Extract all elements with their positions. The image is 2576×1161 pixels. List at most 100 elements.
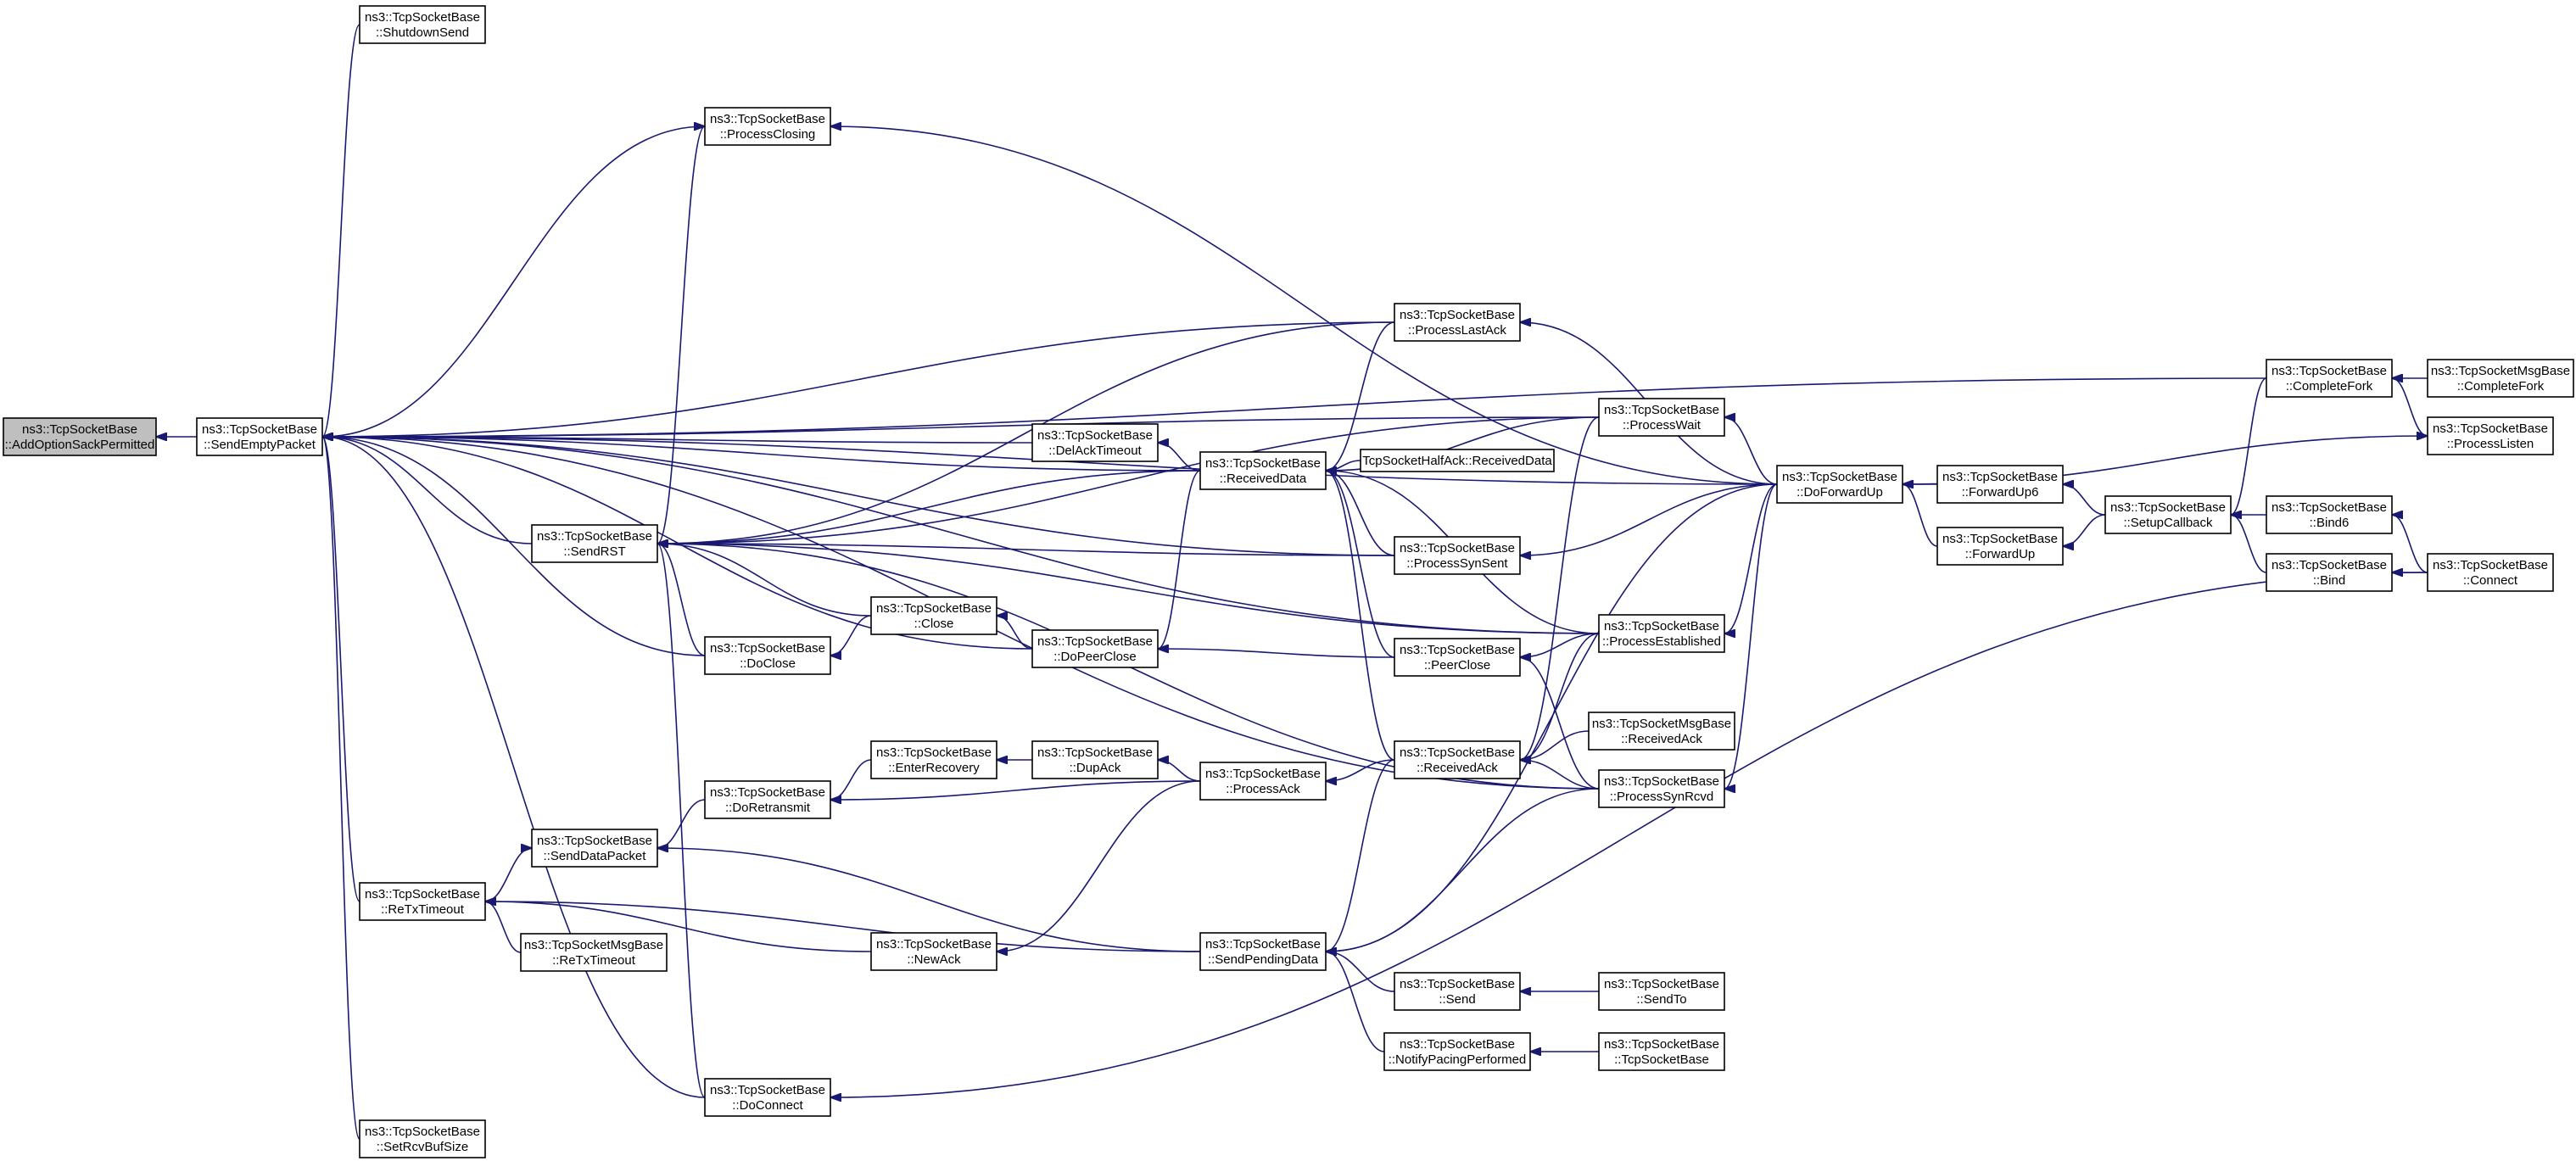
node-label-line: ::SendRST xyxy=(563,544,625,559)
edge-processack-to-dupack xyxy=(1158,760,1201,782)
edge-msgretx-to-retxtimeout xyxy=(485,901,522,953)
node-label-line: ::SendTo xyxy=(1636,992,1686,1007)
node-processlisten[interactable]: ns3::TcpSocketBase::ProcessListen xyxy=(2427,416,2554,455)
node-senddatapacket[interactable]: ns3::TcpSocketBase::SendDataPacket xyxy=(531,829,658,868)
node-label-line: ns3::TcpSocketBase xyxy=(1205,456,1321,471)
node-processestablished[interactable]: ns3::TcpSocketBase::ProcessEstablished xyxy=(1598,614,1725,653)
node-box xyxy=(3,417,157,456)
node-box xyxy=(1394,638,1521,677)
node-msgreceivedack[interactable]: ns3::TcpSocketMsgBase::ReceivedAck xyxy=(1588,712,1735,751)
node-enterrecovery[interactable]: ns3::TcpSocketBase::EnterRecovery xyxy=(870,740,997,779)
node-sendempty[interactable]: ns3::TcpSocketBase::SendEmptyPacket xyxy=(196,417,323,456)
edge-sendrst-to-processclosing xyxy=(657,126,705,544)
node-label-line: ns3::TcpSocketMsgBase xyxy=(2431,364,2570,378)
node-dupack[interactable]: ns3::TcpSocketBase::DupAck xyxy=(1031,740,1159,779)
node-bind[interactable]: ns3::TcpSocketBase::Bind xyxy=(2266,553,2393,592)
node-processsynrcvd[interactable]: ns3::TcpSocketBase::ProcessSynRcvd xyxy=(1598,769,1725,808)
node-label-line: ns3::TcpSocketBase xyxy=(710,785,825,800)
node-msgcompletefork[interactable]: ns3::TcpSocketMsgBase::CompleteFork xyxy=(2427,359,2574,398)
node-bind6[interactable]: ns3::TcpSocketBase::Bind6 xyxy=(2266,495,2393,534)
node-label-line: ::SendEmptyPacket xyxy=(204,438,316,452)
edge-doforwardup-to-processestablished xyxy=(1724,483,1778,634)
node-completefork[interactable]: ns3::TcpSocketBase::CompleteFork xyxy=(2266,359,2393,398)
edge-processlastack-to-receiveddata xyxy=(1326,321,1395,471)
node-peerclose[interactable]: ns3::TcpSocketBase::PeerClose xyxy=(1394,638,1521,677)
node-delacktimeout[interactable]: ns3::TcpSocketBase::DelAckTimeout xyxy=(1031,423,1159,462)
node-newack[interactable]: ns3::TcpSocketBase::NewAck xyxy=(870,932,997,971)
node-label-line: ::DoRetransmit xyxy=(725,801,811,815)
node-label-line: ::CompleteFork xyxy=(2286,379,2373,394)
node-forwardup[interactable]: ns3::TcpSocketBase::ForwardUp xyxy=(1936,527,2064,566)
node-close[interactable]: ns3::TcpSocketBase::Close xyxy=(870,596,997,635)
node-notifypacing[interactable]: ns3::TcpSocketBase::NotifyPacingPerforme… xyxy=(1383,1032,1531,1071)
node-shutdownsend[interactable]: ns3::TcpSocketBase::ShutdownSend xyxy=(359,5,486,44)
node-label-line: ns3::TcpSocketMsgBase xyxy=(1592,717,1731,731)
edge-bind-to-setupcallback xyxy=(2231,515,2267,573)
node-label-line: ::Bind6 xyxy=(2310,516,2350,530)
node-dopeerclose[interactable]: ns3::TcpSocketBase::DoPeerClose xyxy=(1031,629,1159,668)
node-sendrst[interactable]: ns3::TcpSocketBase::SendRST xyxy=(531,524,658,563)
edge-processsynsent-to-sendempty xyxy=(322,437,1395,556)
node-label-line: ns3::TcpSocketBase xyxy=(2110,500,2226,515)
node-label-line: ::ReceivedAck xyxy=(1621,732,1702,746)
node-label-line: ns3::TcpSocketBase xyxy=(1205,767,1321,781)
node-forwardup6[interactable]: ns3::TcpSocketBase::ForwardUp6 xyxy=(1936,465,2064,504)
node-label-line: ::ForwardUp xyxy=(1965,547,2036,561)
node-box xyxy=(1936,465,2064,504)
node-box xyxy=(1394,972,1521,1011)
node-label-line: ::Close xyxy=(914,617,954,631)
node-connect[interactable]: ns3::TcpSocketBase::Connect xyxy=(2427,553,2554,592)
node-label-line: ns3::TcpSocketBase xyxy=(1037,428,1153,443)
node-retxtimeout[interactable]: ns3::TcpSocketBase::ReTxTimeout xyxy=(359,882,486,921)
node-label-line: ::ProcessLastAck xyxy=(1408,323,1506,338)
node-box xyxy=(1598,398,1725,437)
node-send[interactable]: ns3::TcpSocketBase::Send xyxy=(1394,972,1521,1011)
node-processsynsent[interactable]: ns3::TcpSocketBase::ProcessSynSent xyxy=(1394,536,1521,575)
edge-retxtimeout-to-senddatapacket xyxy=(484,848,532,902)
node-msgretx[interactable]: ns3::TcpSocketMsgBase::ReTxTimeout xyxy=(520,933,668,972)
node-box xyxy=(2266,359,2393,398)
node-label-line: ::ProcessSynRcvd xyxy=(1610,790,1714,804)
node-label-line: ns3::TcpSocketBase xyxy=(876,937,992,952)
edge-processclosing-to-sendempty xyxy=(322,126,706,437)
node-label-line: ::ProcessEstablished xyxy=(1602,634,1721,649)
edge-receiveddata-to-sendempty xyxy=(322,437,1201,472)
node-doclose[interactable]: ns3::TcpSocketBase::DoClose xyxy=(704,636,831,675)
node-doretransmit[interactable]: ns3::TcpSocketBase::DoRetransmit xyxy=(704,780,831,819)
node-box xyxy=(359,1119,486,1158)
node-receiveddata[interactable]: ns3::TcpSocketBase::ReceivedData xyxy=(1199,451,1327,490)
node-label-line: ns3::TcpSocketBase xyxy=(1400,643,1515,657)
node-label-line: ns3::TcpSocketBase xyxy=(710,112,825,126)
node-halfack[interactable]: TcpSocketHalfAck::ReceivedData xyxy=(1360,449,1555,472)
node-processwait[interactable]: ns3::TcpSocketBase::ProcessWait xyxy=(1598,398,1725,437)
node-box xyxy=(1394,740,1521,779)
node-label-line: ns3::TcpSocketBase xyxy=(1400,745,1515,760)
node-processack[interactable]: ns3::TcpSocketBase::ProcessAck xyxy=(1199,762,1327,801)
node-label-line: ns3::TcpSocketBase xyxy=(2271,558,2387,572)
edge-sendpending-to-retxtimeout xyxy=(485,901,1201,952)
node-setupcallback[interactable]: ns3::TcpSocketBase::SetupCallback xyxy=(2104,495,2232,534)
node-receivedack[interactable]: ns3::TcpSocketBase::ReceivedAck xyxy=(1394,740,1521,779)
node-processclosing[interactable]: ns3::TcpSocketBase::ProcessClosing xyxy=(704,107,831,146)
node-label-line: ns3::TcpSocketBase xyxy=(1604,1037,1719,1052)
node-box xyxy=(1031,629,1159,668)
node-addoption[interactable]: ns3::TcpSocketBase::AddOptionSackPermitt… xyxy=(3,417,157,456)
node-label-line: ns3::TcpSocketBase xyxy=(876,745,992,760)
node-label-line: TcpSocketHalfAck::ReceivedData xyxy=(1362,454,1552,468)
node-box xyxy=(2427,553,2554,592)
node-box xyxy=(1394,303,1521,342)
node-box xyxy=(1031,740,1159,779)
node-label-line: ::Bind xyxy=(2313,573,2345,588)
node-setrcvbuf[interactable]: ns3::TcpSocketBase::SetRcvBufSize xyxy=(359,1119,486,1158)
node-label-line: ns3::TcpSocketBase xyxy=(2433,421,2548,436)
edge-processlisten-to-completefork xyxy=(2392,378,2428,437)
node-doconnect[interactable]: ns3::TcpSocketBase::DoConnect xyxy=(704,1078,831,1117)
node-doforwardup[interactable]: ns3::TcpSocketBase::DoForwardUp xyxy=(1776,465,1903,504)
node-sendpending[interactable]: ns3::TcpSocketBase::SendPendingData xyxy=(1199,932,1327,971)
node-sendto[interactable]: ns3::TcpSocketBase::SendTo xyxy=(1598,972,1725,1011)
node-processlastack[interactable]: ns3::TcpSocketBase::ProcessLastAck xyxy=(1394,303,1521,342)
node-box xyxy=(1598,1032,1725,1071)
node-box xyxy=(704,636,831,675)
node-ctor[interactable]: ns3::TcpSocketBase::TcpSocketBase xyxy=(1598,1032,1725,1071)
edge-connect-to-doconnect xyxy=(830,572,2428,1097)
